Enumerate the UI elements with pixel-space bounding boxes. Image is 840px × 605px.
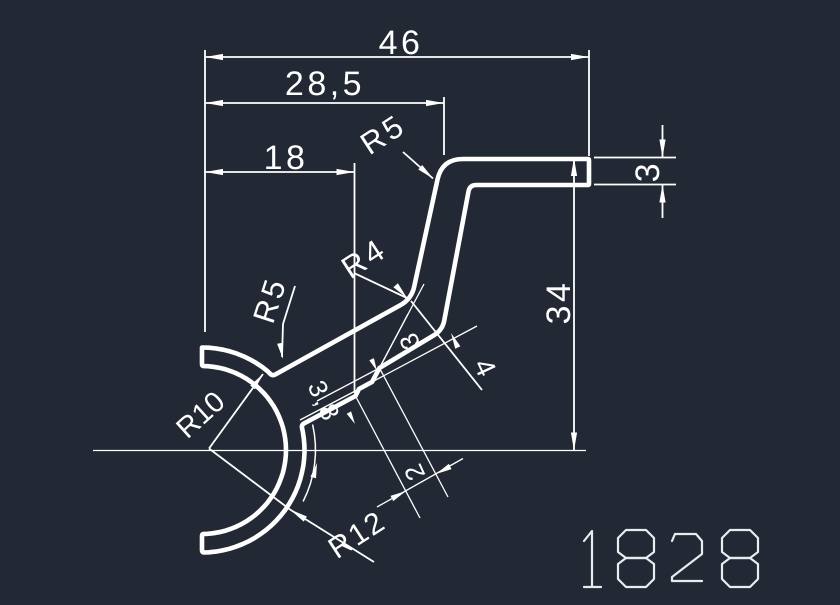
svg-text:46: 46 [379,24,424,62]
svg-text:18: 18 [264,139,309,177]
svg-text:3: 3 [629,160,667,182]
svg-text:34: 34 [540,280,578,325]
svg-text:28,5: 28,5 [285,65,365,103]
